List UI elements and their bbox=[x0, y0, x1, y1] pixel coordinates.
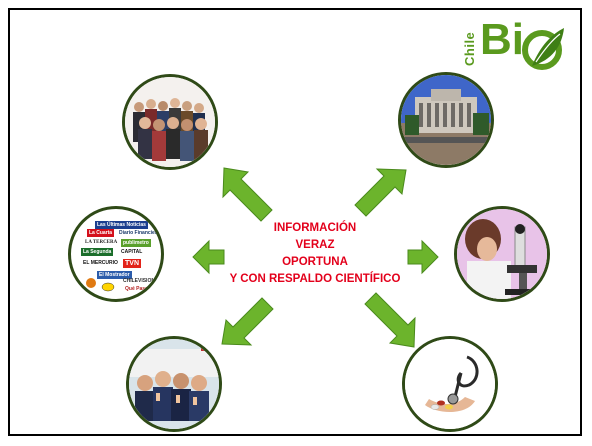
logo-la-tercera: LA TERCERA bbox=[85, 240, 118, 245]
students-thumbs-up-icon bbox=[129, 339, 219, 429]
stethoscope-pills-icon bbox=[405, 339, 495, 429]
slide: Chile Bi bbox=[8, 8, 582, 436]
center-line-veraz: VERAZ bbox=[295, 239, 335, 251]
logo-diario-financiero: Diario Financiero bbox=[119, 230, 160, 236]
logo-publimetro: publimetro bbox=[121, 239, 151, 247]
government-building-icon bbox=[401, 75, 491, 165]
arrow-down-right bbox=[364, 292, 416, 348]
center-line-respaldo: Y CON RESPALDO CIENTÍFICO bbox=[229, 273, 401, 285]
tv-logo-icon bbox=[101, 282, 115, 292]
arrow-left bbox=[192, 239, 225, 275]
logo-que-pasa: Qué Pasa bbox=[125, 286, 148, 292]
logo-ultimas-noticias: Las Últimas Noticias bbox=[95, 221, 148, 229]
arrow-down-left bbox=[221, 297, 274, 346]
leaf-icon bbox=[522, 28, 564, 70]
arrow-up-left bbox=[222, 167, 273, 222]
arrow-right bbox=[407, 239, 439, 275]
center-line-informacion: INFORMACIÓN bbox=[273, 222, 357, 234]
media-logos-collage: Las Últimas Noticias La Cuarta Diario Fi… bbox=[77, 215, 160, 293]
logo-el-mercurio: EL MERCURIO bbox=[83, 260, 118, 266]
logo-el-mostrador: El Mostrador bbox=[97, 271, 132, 279]
logo-la-cuarta: La Cuarta bbox=[87, 229, 115, 237]
logo-chilevision: CHILEVISION bbox=[123, 278, 155, 284]
node-crowd bbox=[122, 74, 218, 170]
logo-capital: CAPITAL bbox=[121, 249, 143, 255]
node-health bbox=[402, 336, 498, 432]
center-line-oportuna: OPORTUNA bbox=[282, 256, 348, 268]
node-microscope bbox=[454, 206, 550, 302]
arrow-up-right bbox=[354, 168, 407, 217]
logo-la-segunda: La Segunda bbox=[81, 248, 114, 256]
node-building bbox=[398, 72, 494, 168]
arrows-layer bbox=[192, 167, 439, 348]
logo-tvn: TVN bbox=[123, 259, 141, 268]
node-students bbox=[126, 336, 222, 432]
logo-bi-text: Bi bbox=[480, 15, 524, 64]
node-media: Las Últimas Noticias La Cuarta Diario Fi… bbox=[68, 206, 164, 302]
center-message: INFORMACIÓN VERAZ OPORTUNA Y CON RESPALD… bbox=[220, 220, 410, 288]
crowd-of-people-icon bbox=[125, 77, 215, 167]
scientist-microscope-icon bbox=[457, 209, 547, 299]
radio-logo-icon bbox=[86, 278, 96, 288]
chilebio-logo: Chile Bi bbox=[460, 18, 570, 74]
